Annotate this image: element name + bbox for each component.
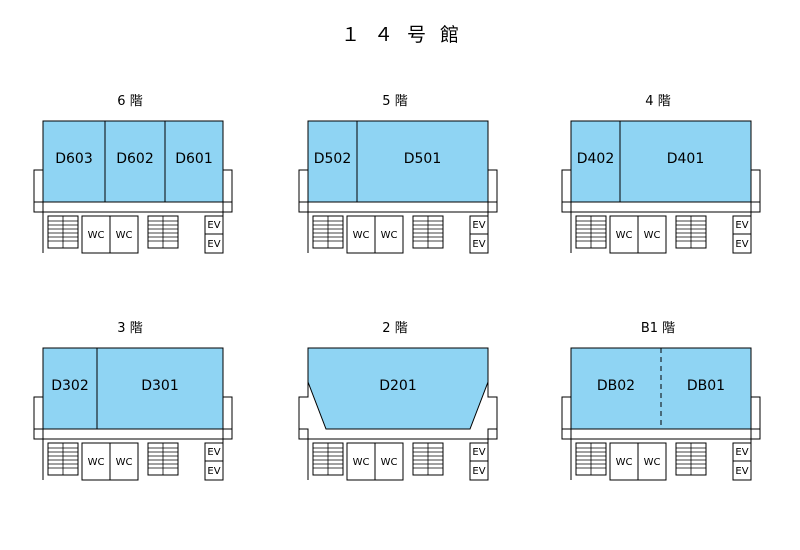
elevator-label: EV bbox=[207, 220, 220, 231]
room-block bbox=[307, 120, 489, 203]
elevator-label: EV bbox=[472, 466, 485, 477]
wc-label: WC bbox=[644, 230, 661, 241]
room-label-d602: D602 bbox=[116, 151, 154, 167]
room-label-d401: D401 bbox=[667, 151, 705, 167]
wc-label: WC bbox=[88, 230, 105, 241]
room-block bbox=[570, 120, 752, 203]
wc-label: WC bbox=[353, 457, 370, 468]
elevator-label: EV bbox=[472, 239, 485, 250]
room-label-d603: D603 bbox=[55, 151, 93, 167]
wc-label: WC bbox=[644, 457, 661, 468]
elevator-label: EV bbox=[207, 466, 220, 477]
elevator-label: EV bbox=[207, 239, 220, 250]
room-block bbox=[42, 347, 224, 430]
elevator-label: EV bbox=[472, 447, 485, 458]
wc-label: WC bbox=[116, 230, 133, 241]
room-label-db01: DB01 bbox=[687, 378, 725, 394]
room-block bbox=[42, 120, 224, 203]
elevator-label: EV bbox=[735, 239, 748, 250]
floor-label: B1 階 bbox=[640, 321, 676, 336]
elevator-label: EV bbox=[472, 220, 485, 231]
floor-label: 2 階 bbox=[382, 321, 408, 336]
room-label-d301: D301 bbox=[141, 378, 179, 394]
room-label-d201: D201 bbox=[379, 378, 417, 394]
floor-label: 6 階 bbox=[117, 94, 143, 109]
elevator-label: EV bbox=[735, 220, 748, 231]
elevator-label: EV bbox=[735, 466, 748, 477]
wc-label: WC bbox=[616, 457, 633, 468]
room-label-d601: D601 bbox=[175, 151, 213, 167]
room-label-d502: D502 bbox=[314, 151, 352, 167]
floor-label: 3 階 bbox=[117, 321, 143, 336]
wc-label: WC bbox=[616, 230, 633, 241]
wc-label: WC bbox=[353, 230, 370, 241]
wc-label: WC bbox=[116, 457, 133, 468]
room-label-d302: D302 bbox=[51, 378, 89, 394]
room-label-db02: DB02 bbox=[597, 378, 635, 394]
wc-label: WC bbox=[381, 457, 398, 468]
room-block bbox=[307, 347, 489, 430]
room-label-d402: D402 bbox=[577, 151, 615, 167]
elevator-label: EV bbox=[735, 447, 748, 458]
floor-label: 4 階 bbox=[645, 94, 671, 109]
building-title: １４号館 bbox=[340, 24, 473, 46]
elevator-label: EV bbox=[207, 447, 220, 458]
wc-label: WC bbox=[381, 230, 398, 241]
wc-label: WC bbox=[88, 457, 105, 468]
floor-label: 5 階 bbox=[382, 94, 408, 109]
room-label-d501: D501 bbox=[404, 151, 442, 167]
